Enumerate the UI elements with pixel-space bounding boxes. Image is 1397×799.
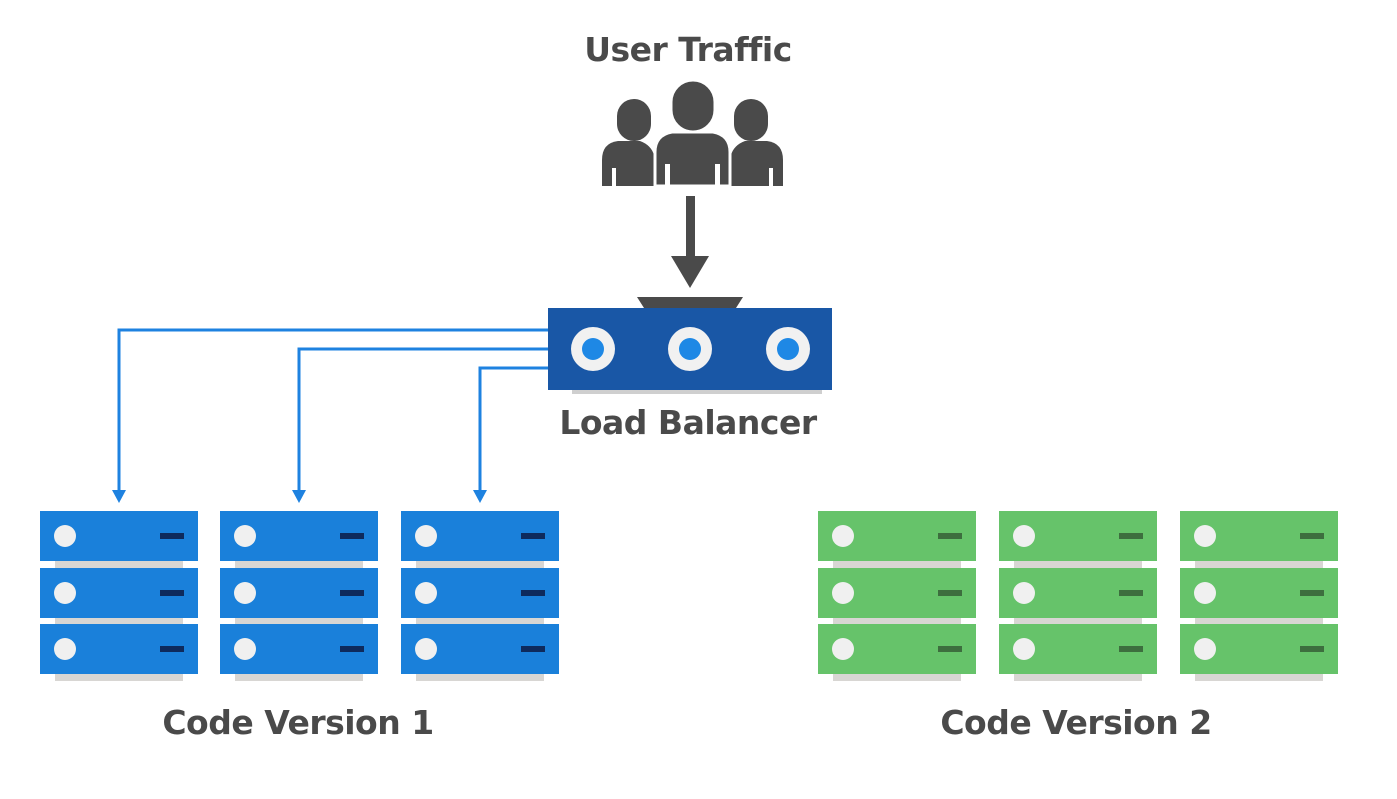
server-shelf	[1014, 674, 1142, 681]
server-indicator-icon	[1300, 646, 1324, 652]
load-balancer-top-mount	[637, 297, 743, 308]
server-shelf	[55, 561, 183, 568]
server-led-icon	[415, 638, 437, 660]
server-indicator-icon	[1300, 533, 1324, 539]
server-indicator-icon	[1119, 533, 1143, 539]
server-indicator-icon	[1119, 646, 1143, 652]
server-led-icon	[54, 638, 76, 660]
user-person-right	[731, 99, 783, 186]
server-indicator-icon	[938, 646, 962, 652]
server-indicator-icon	[340, 646, 364, 652]
load-balancer-label: Load Balancer	[559, 403, 817, 442]
server-indicator-icon	[340, 533, 364, 539]
connector-arrow-3	[473, 366, 548, 503]
server-led-icon	[234, 582, 256, 604]
server-led-icon	[234, 638, 256, 660]
server-indicator-icon	[160, 590, 184, 596]
server-led-icon	[1013, 582, 1035, 604]
server-indicator-icon	[521, 590, 545, 596]
server-led-icon	[832, 582, 854, 604]
server-rack-icon	[220, 511, 378, 681]
server-led-icon	[1194, 638, 1216, 660]
server-indicator-icon	[160, 646, 184, 652]
connector-arrow-1	[112, 328, 548, 503]
user-person-center	[653, 78, 732, 188]
server-shelf	[833, 674, 961, 681]
load-balancer-port-icon	[668, 327, 712, 371]
server-rack-icon	[40, 511, 198, 681]
server-shelf	[416, 618, 544, 625]
server-group-2	[818, 511, 1338, 681]
server-rack-icon	[999, 511, 1157, 681]
server-rack-icon	[1180, 511, 1338, 681]
server-led-icon	[415, 525, 437, 547]
users-icon	[602, 78, 783, 188]
traffic-arrow	[671, 196, 709, 288]
connector-arrow-2	[292, 347, 548, 503]
load-balancer-port-icon	[571, 327, 615, 371]
server-shelf	[235, 674, 363, 681]
connectors	[112, 328, 548, 503]
server-led-icon	[1013, 525, 1035, 547]
server-led-icon	[54, 582, 76, 604]
server-shelf	[416, 561, 544, 568]
server-led-icon	[1194, 525, 1216, 547]
server-led-icon	[832, 638, 854, 660]
server-shelf	[55, 618, 183, 625]
server-led-icon	[1194, 582, 1216, 604]
user-person-left	[602, 99, 654, 186]
server-rack-icon	[401, 511, 559, 681]
load-balancer-shadow	[572, 388, 822, 394]
server-groups	[40, 511, 1338, 681]
server-indicator-icon	[521, 533, 545, 539]
server-indicator-icon	[160, 533, 184, 539]
server-shelf	[55, 674, 183, 681]
server-led-icon	[415, 582, 437, 604]
code-version-2-label: Code Version 2	[940, 703, 1212, 742]
code-version-1-label: Code Version 1	[162, 703, 434, 742]
server-shelf	[1195, 674, 1323, 681]
user-traffic-label: User Traffic	[584, 30, 792, 69]
server-indicator-icon	[938, 533, 962, 539]
server-shelf	[1014, 618, 1142, 625]
server-shelf	[1195, 561, 1323, 568]
server-led-icon	[234, 525, 256, 547]
server-indicator-icon	[521, 646, 545, 652]
server-shelf	[1014, 561, 1142, 568]
server-led-icon	[54, 525, 76, 547]
server-shelf	[833, 561, 961, 568]
load-balancer-icon	[548, 297, 832, 394]
server-indicator-icon	[938, 590, 962, 596]
server-led-icon	[832, 525, 854, 547]
server-rack-icon	[818, 511, 976, 681]
server-led-icon	[1013, 638, 1035, 660]
server-group-1	[40, 511, 559, 681]
server-shelf	[1195, 618, 1323, 625]
server-indicator-icon	[340, 590, 364, 596]
server-shelf	[833, 618, 961, 625]
server-shelf	[235, 561, 363, 568]
server-indicator-icon	[1300, 590, 1324, 596]
server-shelf	[235, 618, 363, 625]
server-indicator-icon	[1119, 590, 1143, 596]
load-balancer-port-icon	[766, 327, 810, 371]
server-shelf	[416, 674, 544, 681]
